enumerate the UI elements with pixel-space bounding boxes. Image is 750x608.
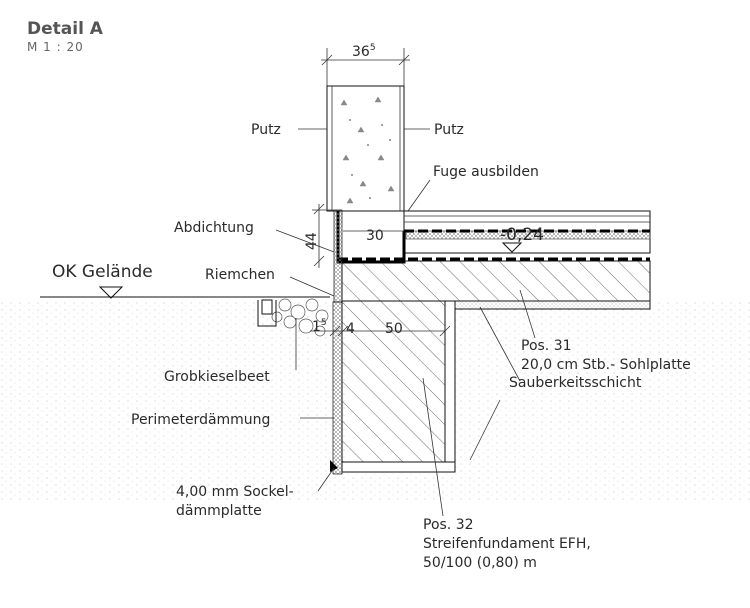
- dim-4: 4: [346, 321, 355, 337]
- base-slab: [341, 260, 651, 302]
- level-marker-icon: [501, 242, 523, 253]
- label-abdichtung: Abdichtung: [174, 220, 254, 236]
- drain-channel: [257, 300, 277, 327]
- dim-50: 50: [385, 321, 403, 337]
- label-pos32-1: Pos. 32: [423, 517, 474, 533]
- label-pos31-3: Sauberkeitsschicht: [509, 375, 642, 391]
- dim-tick-right: [398, 54, 410, 66]
- riemchen-strip: [333, 209, 343, 303]
- dim-44-tick-top: [313, 203, 325, 215]
- label-sockel-2: dämmplatte: [176, 503, 262, 519]
- dim-tick-b: [337, 325, 349, 337]
- label-riemchen: Riemchen: [205, 267, 275, 283]
- level-value: -0,24: [500, 225, 544, 245]
- dim-wall-width: 365: [352, 43, 376, 60]
- label-grobkiesel: Grobkieselbeet: [164, 369, 270, 385]
- dim-30: 30: [366, 228, 384, 244]
- footing-base: [341, 461, 456, 473]
- dim-tick-left: [321, 54, 333, 66]
- ground-level-marker-icon: [98, 286, 124, 299]
- plinth-plate-marker-icon: [330, 460, 338, 472]
- floor-insulation: [405, 230, 651, 240]
- scale: M 1 : 20: [27, 40, 84, 54]
- gravel-bed: [271, 298, 329, 337]
- blinding-texture: [455, 301, 650, 309]
- drain-pipe-icon: [261, 299, 273, 315]
- dim-tick-a: [329, 325, 341, 337]
- wall-fill-marks: [340, 96, 395, 204]
- dim-44-tick-bottom: [313, 255, 325, 267]
- dim-15: 15: [312, 318, 327, 335]
- label-pos32-3: 50/100 (0,80) m: [423, 555, 537, 571]
- dim-tick-c: [439, 325, 451, 337]
- label-putz-left: Putz: [251, 122, 281, 138]
- label-fuge: Fuge ausbilden: [433, 164, 539, 180]
- label-perimeter: Perimeterdämmung: [131, 412, 270, 428]
- title: Detail A: [27, 19, 104, 39]
- perimeter-insulation: [332, 301, 343, 475]
- wall-section: [326, 85, 405, 212]
- label-sockel-1: 4,00 mm Sockel-: [176, 484, 294, 500]
- label-ok-gelaende: OK Gelände: [52, 262, 153, 282]
- label-pos31-1: Pos. 31: [521, 338, 572, 354]
- label-pos32-2: Streifenfundament EFH,: [423, 536, 591, 552]
- leader-lines: [275, 128, 536, 517]
- label-putz-right: Putz: [434, 122, 464, 138]
- dim-44: 44: [304, 232, 320, 250]
- label-pos31-2: 20,0 cm Stb.- Sohlplatte: [521, 357, 691, 373]
